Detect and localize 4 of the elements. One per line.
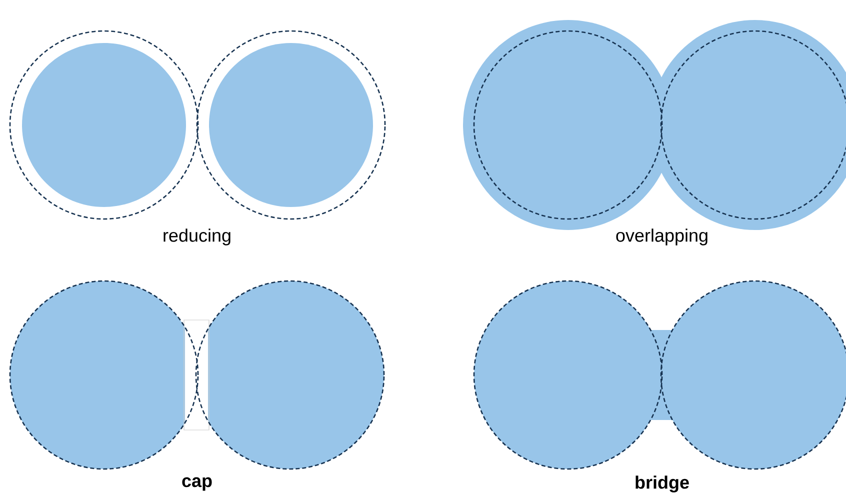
caption-text: overlapping: [616, 228, 708, 246]
caption-text: bridge: [636, 476, 689, 492]
caption-text: reducing: [164, 228, 230, 246]
caption-text: cap: [182, 477, 212, 491]
